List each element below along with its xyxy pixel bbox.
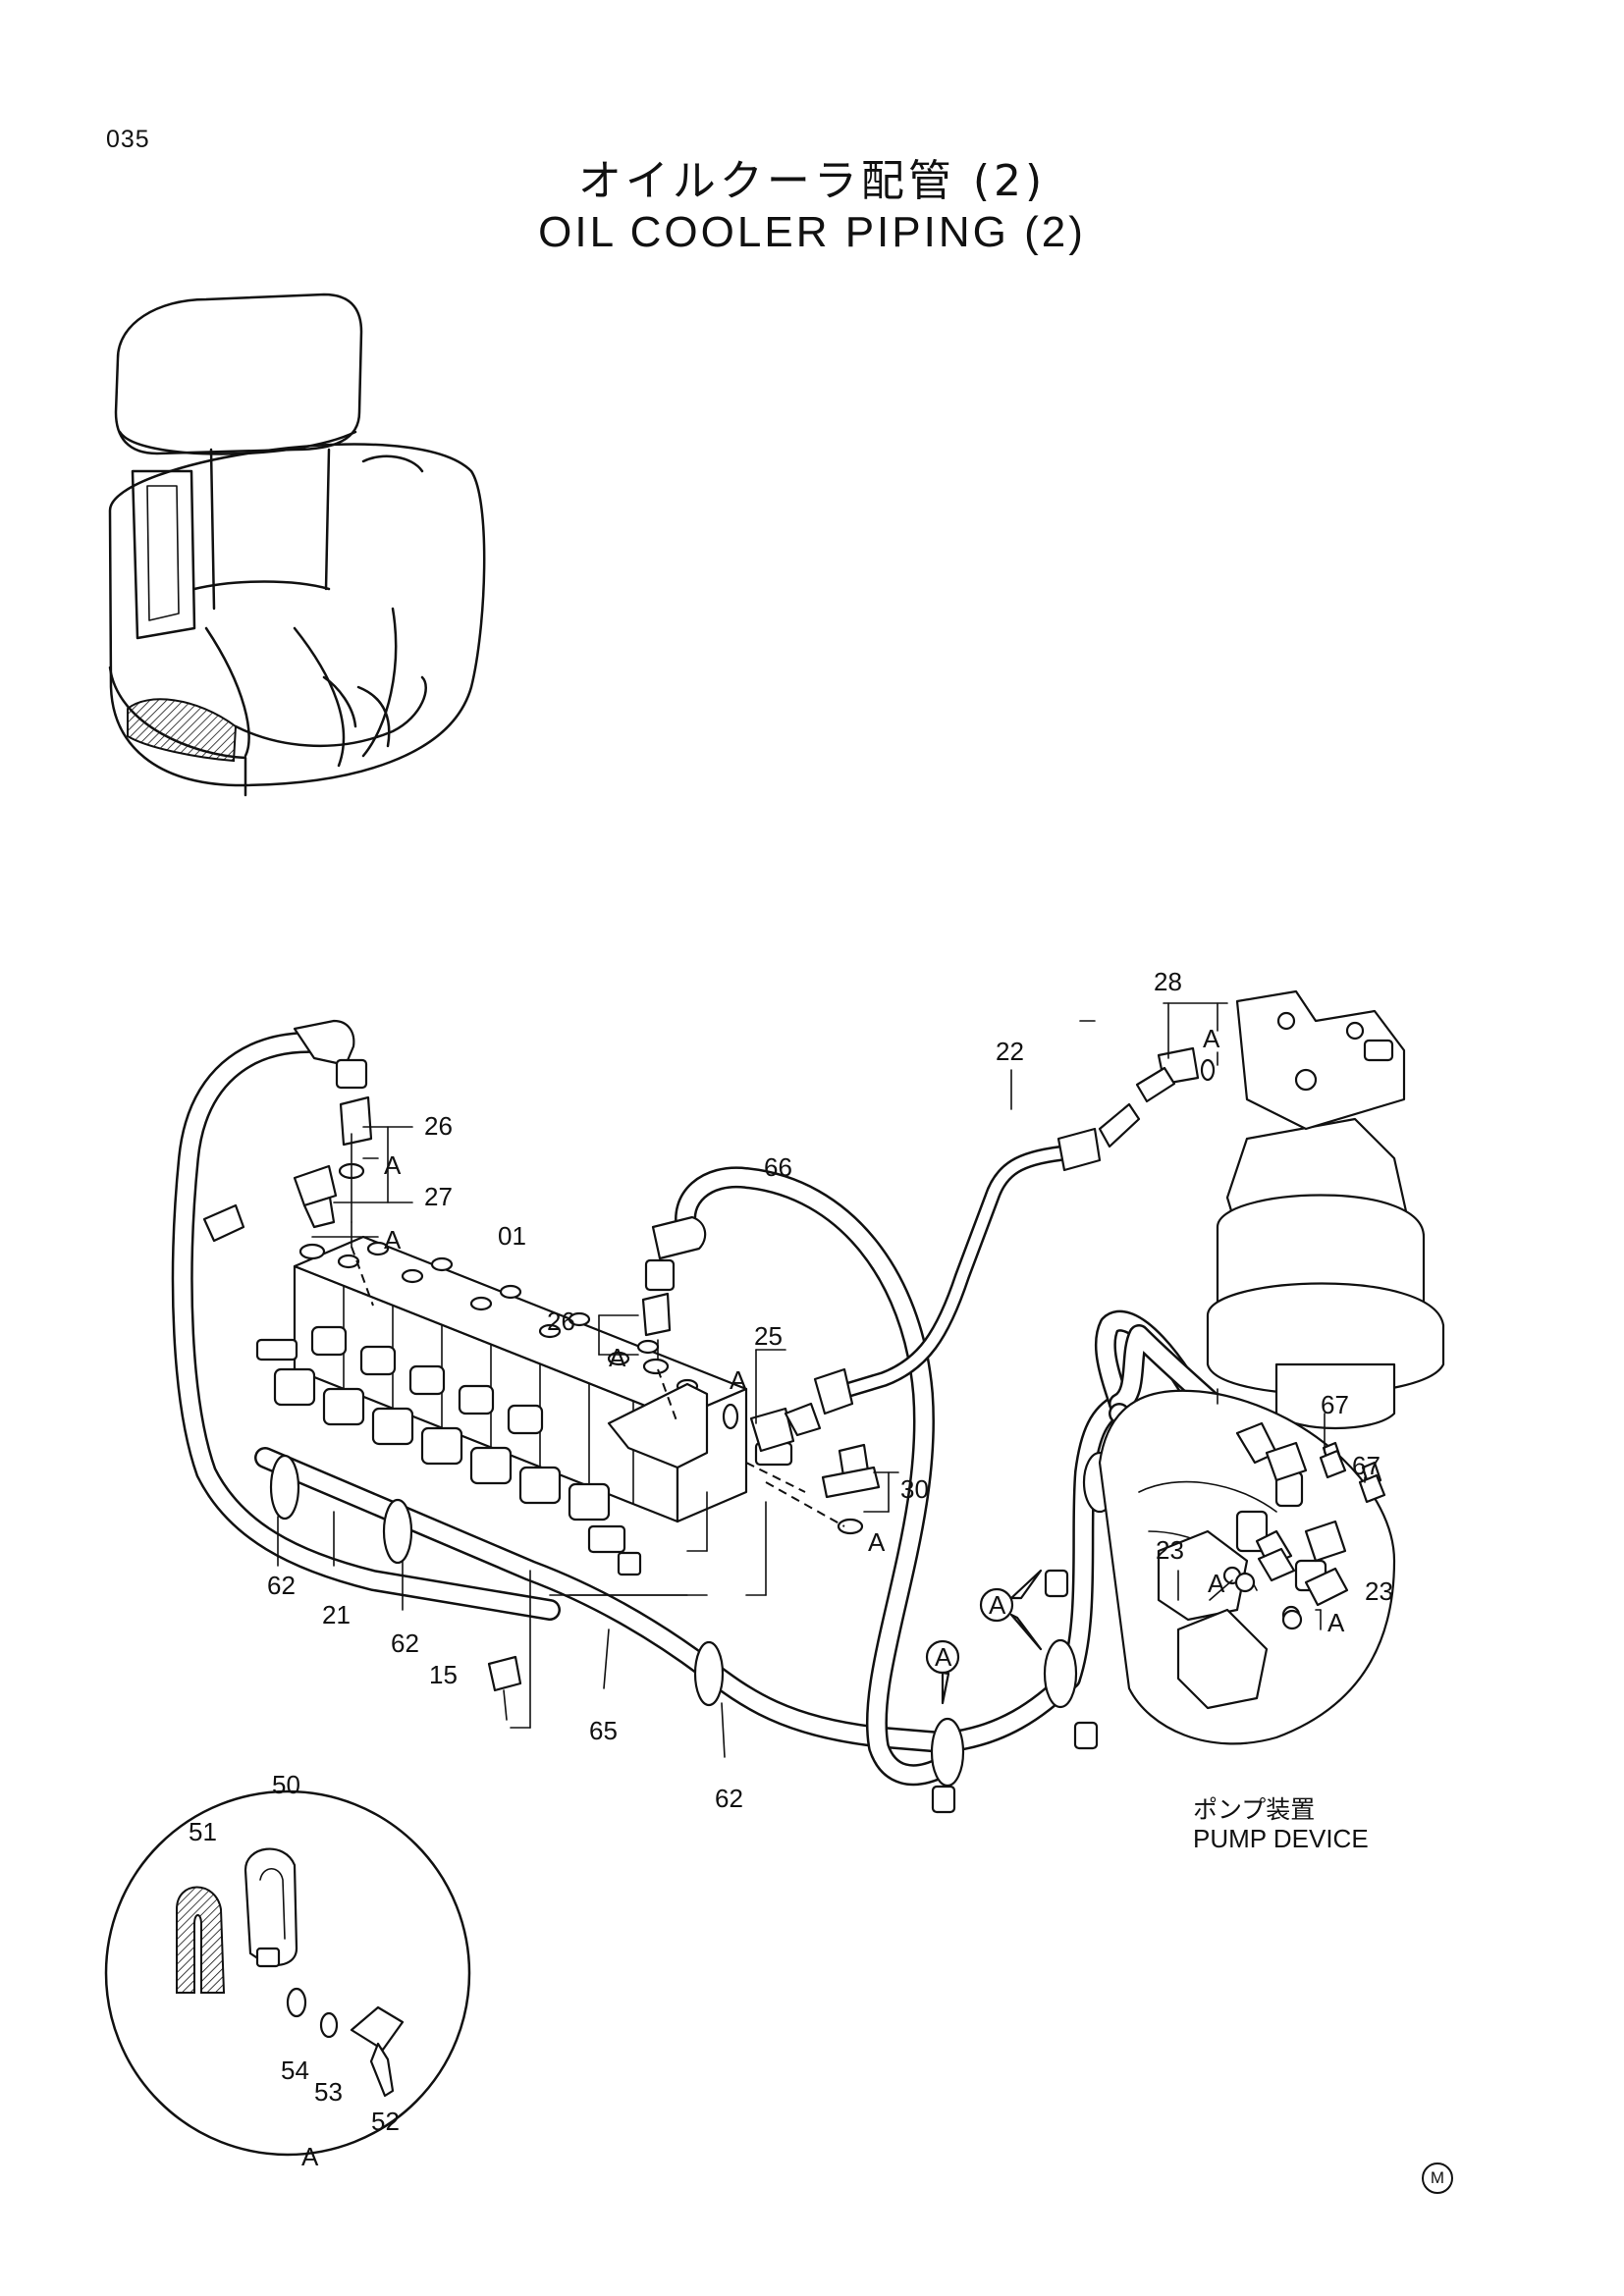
pipe-66 (254, 1447, 1081, 1753)
label-51: 51 (189, 1817, 217, 1846)
label-62-a: 62 (267, 1571, 296, 1600)
label-30: 30 (900, 1474, 929, 1504)
svg-text:A: A (989, 1590, 1006, 1620)
part-labels: 28 22 26 27 66 01 26 25 67 67 30 23 23 6… (189, 967, 1393, 2136)
label-67-a: 67 (1321, 1390, 1349, 1419)
pipe-22 (813, 1102, 1141, 1415)
svg-text:A: A (609, 1343, 626, 1372)
label-28: 27 (424, 1182, 453, 1211)
svg-text:A: A (1203, 1024, 1220, 1053)
control-valve-block (255, 1235, 793, 1576)
title-english: OIL COOLER PIPING (2) (538, 208, 1086, 256)
label-62-c: 62 (715, 1784, 743, 1813)
label-26-mid: 26 (547, 1307, 575, 1336)
swing-motor (1135, 989, 1445, 1430)
label-50: 50 (272, 1770, 300, 1799)
callout-a-markers (925, 1569, 1043, 1705)
label-01: 01 (498, 1221, 526, 1251)
pump-device-label-en: PUMP DEVICE (1193, 1824, 1369, 1853)
pipe-21 (171, 1019, 561, 1621)
label-52: 52 (371, 2107, 400, 2136)
svg-text:A: A (868, 1527, 886, 1557)
pump-device (1098, 1389, 1396, 1745)
machine-overview-sketch (108, 293, 486, 797)
title-japanese: オイルクーラ配管 (2) (577, 156, 1047, 206)
fittings (293, 1095, 1386, 1721)
label-25: 25 (754, 1321, 783, 1351)
label-21: 21 (322, 1600, 351, 1629)
label-23-a: 23 (1156, 1535, 1184, 1565)
page-number: 035 (106, 126, 150, 153)
label-22: 22 (996, 1037, 1024, 1066)
label-27: 28 (1154, 967, 1182, 996)
reference-letters: A A A A A A A A A A A (301, 1024, 1345, 2171)
detail-a-view (104, 1789, 471, 2157)
label-62-b: 62 (391, 1629, 419, 1658)
label-67-b: 67 (1352, 1451, 1380, 1480)
label-65: 66 (764, 1152, 792, 1182)
pump-device-label-jp: ポンプ装置 (1193, 1795, 1315, 1824)
label-23-b: 23 (1365, 1576, 1393, 1606)
svg-text:A: A (935, 1642, 952, 1672)
svg-text:A: A (730, 1365, 747, 1395)
label-26-top: 26 (424, 1111, 453, 1141)
leader-lines (277, 1002, 1366, 1758)
label-54: 54 (281, 2056, 309, 2085)
label-66: 65 (589, 1716, 618, 1745)
detail-a-label: A (301, 2142, 319, 2171)
corner-mark: M (1422, 2163, 1453, 2194)
svg-text:A: A (1327, 1608, 1345, 1637)
pipe-65 (644, 1166, 953, 1787)
label-53: 53 (314, 2077, 343, 2107)
svg-text:A: A (384, 1150, 402, 1180)
svg-text:A: A (384, 1225, 402, 1255)
label-15: 15 (429, 1660, 458, 1689)
svg-text:A: A (1208, 1569, 1225, 1598)
